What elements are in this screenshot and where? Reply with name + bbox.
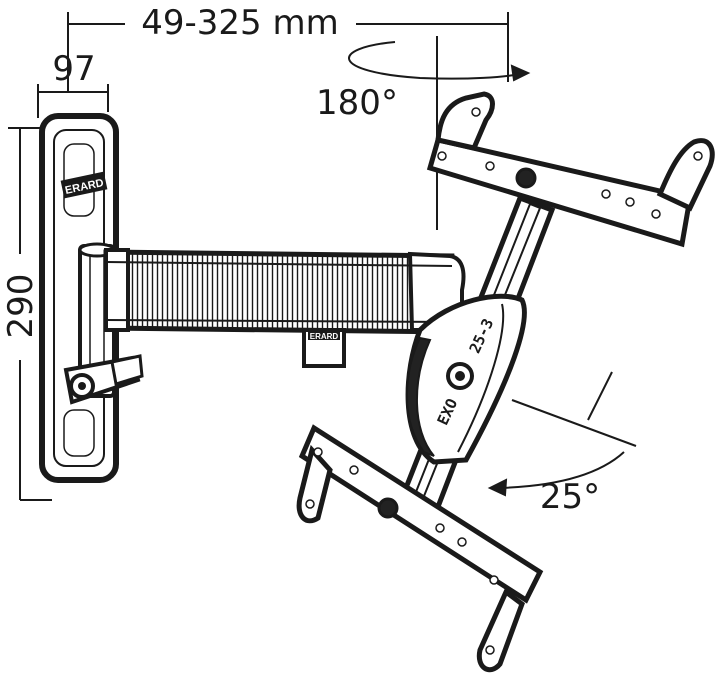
dimension-plate-height bbox=[8, 127, 52, 501]
plate-width-label: 97 bbox=[52, 49, 95, 89]
arm-logo: ERARD bbox=[310, 332, 339, 341]
tilt-hub: 25-3 EXO bbox=[405, 293, 527, 465]
tilt-arrow-icon bbox=[487, 478, 508, 497]
lower-clamp bbox=[63, 354, 144, 405]
swivel-arrow-icon bbox=[510, 64, 531, 82]
swivel-angle-label: 180° bbox=[316, 83, 398, 123]
upper-bolt-icon bbox=[515, 167, 537, 189]
dimension-extension bbox=[67, 12, 509, 92]
dimension-plate-width bbox=[37, 84, 109, 118]
lower-bracket bbox=[296, 424, 544, 673]
plate-height-label: 290 bbox=[1, 274, 41, 339]
arm-label-block: ERARD bbox=[302, 328, 346, 368]
main-arm bbox=[103, 248, 466, 335]
lower-bolt-icon bbox=[377, 497, 399, 519]
extension-label: 49-325 mm bbox=[141, 3, 338, 43]
tilt-angle-label: 25° bbox=[540, 477, 600, 517]
upper-bracket bbox=[426, 91, 715, 248]
tilt-indicator bbox=[487, 371, 637, 497]
